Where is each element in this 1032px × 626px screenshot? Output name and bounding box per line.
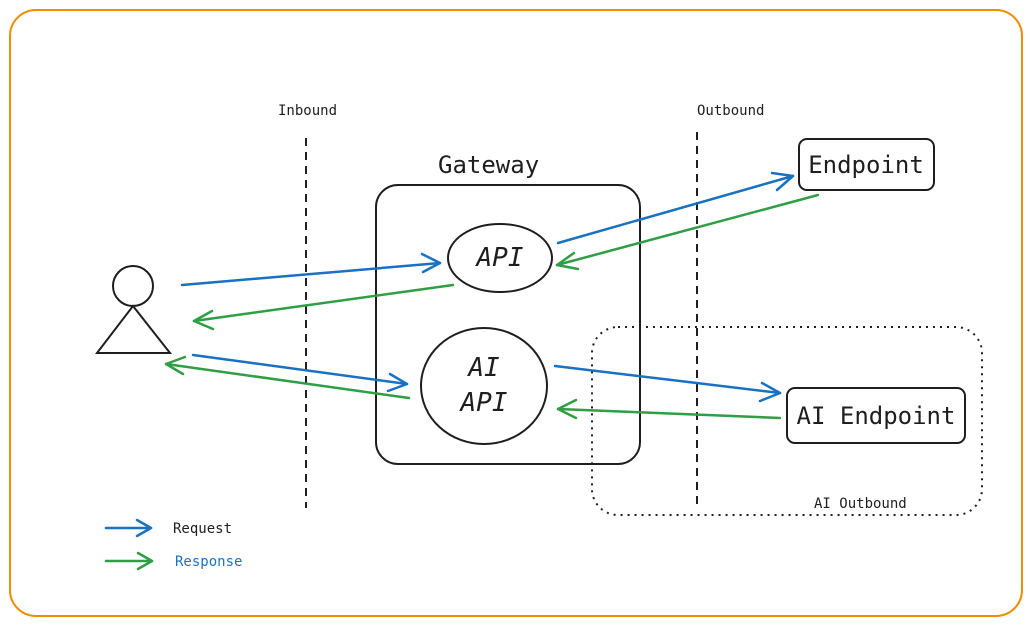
ai-endpoint-label: AI Endpoint (797, 402, 956, 430)
legend-request-arrow (104, 518, 153, 538)
request-arrow-api-to-endpoint (556, 171, 795, 245)
response-arrow-ai-api-to-user (164, 355, 411, 400)
endpoint-label: Endpoint (808, 151, 924, 179)
response-arrows (164, 193, 820, 420)
ai-outbound-zone (591, 326, 983, 516)
outbound-label: Outbound (697, 103, 764, 119)
response-arrow-api-to-user (192, 283, 455, 331)
response-arrow-ai-endpoint-to-ai-api (556, 398, 782, 420)
legend: Request Response (104, 518, 242, 571)
api-node (447, 223, 553, 293)
request-arrows (180, 171, 795, 403)
endpoint-box (798, 138, 935, 191)
ai-api-label-line1: AI (466, 353, 499, 383)
legend-response-arrow (104, 551, 154, 571)
ai-outbound-label: AI Outbound (814, 496, 907, 512)
legend-response-label: Response (175, 554, 242, 570)
api-label: API (475, 243, 524, 273)
ai-api-node (420, 327, 548, 445)
legend-request-label: Request (173, 521, 232, 537)
request-arrow-user-to-ai-api (191, 353, 409, 393)
diagram-frame (9, 9, 1023, 617)
user-icon (94, 265, 173, 354)
gateway-title: Gateway (438, 151, 539, 179)
response-arrow-endpoint-to-api (555, 193, 820, 271)
request-arrow-user-to-api (180, 252, 442, 287)
ai-endpoint-box (786, 387, 966, 444)
gateway-box (375, 184, 641, 465)
request-arrow-ai-api-to-ai-endpoint (553, 364, 782, 403)
ai-api-label-line2: API (459, 388, 508, 418)
inbound-label: Inbound (278, 103, 337, 119)
